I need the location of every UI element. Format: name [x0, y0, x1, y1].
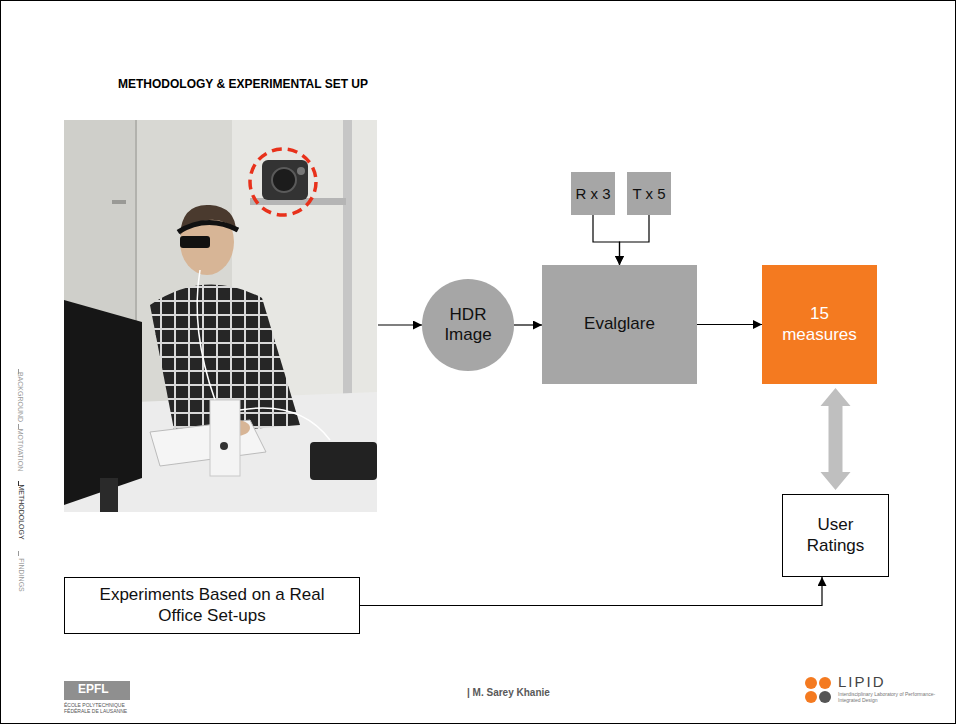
node-label: T x 5 — [632, 185, 665, 203]
node-label: Evalglare — [584, 314, 655, 334]
illustration-shape — [180, 205, 236, 235]
highlight-circle — [250, 149, 316, 215]
illustration-shape — [262, 160, 308, 200]
experiment-box: Experiments Based on a Real Office Set-u… — [64, 577, 360, 634]
logo-subtext: Interdisciplinary Laboratory of Performa… — [838, 692, 938, 704]
node-label: R x 3 — [575, 185, 610, 203]
node-label: 15 measures — [779, 304, 861, 345]
node-body: R x 3 — [575, 185, 610, 203]
illustration-shape — [135, 120, 137, 330]
slide-title: METHODOLOGY & EXPERIMENTAL SET UP — [118, 77, 368, 91]
office-photo — [64, 120, 377, 512]
nav-item: FINDINGS — [16, 558, 24, 591]
process-circle: HDR Image — [422, 279, 514, 371]
input-box: T x 5 — [627, 172, 671, 215]
node-label: Experiments Based on a Real Office Set-u… — [93, 585, 331, 626]
nav-item: BACKGROUND — [16, 372, 24, 422]
node-label: User Ratings — [800, 515, 872, 556]
illustration-shape — [64, 120, 377, 512]
circle-shape — [422, 279, 514, 371]
output-box: 15 measures — [762, 265, 877, 384]
nav-separator — [18, 424, 19, 429]
logo-text: LIPID — [838, 673, 886, 690]
illustration-shape — [297, 167, 305, 175]
illustration-shape — [64, 120, 136, 330]
node-body: T x 5 — [632, 185, 665, 203]
illustration-shape — [220, 442, 228, 450]
nav-item: MOTIVATION — [16, 429, 24, 472]
input-box: R x 3 — [571, 172, 615, 215]
node-body: 15 measures — [779, 304, 861, 345]
node-label: HDR Image — [438, 305, 498, 346]
illustration-shape — [150, 420, 266, 466]
logo-subtext: ÉCOLE POLYTECHNIQUE FÉDÉRALE DE LAUSANNE — [64, 703, 136, 715]
author-credit: | M. Sarey Khanie — [467, 687, 550, 699]
flow-arrow — [514, 324, 542, 325]
illustration-shape — [64, 300, 142, 505]
illustration-shape — [112, 200, 126, 204]
illustration-shape — [178, 222, 238, 232]
logo-dot — [805, 691, 817, 703]
illustration-shape — [310, 442, 377, 480]
nav-separator — [18, 551, 19, 556]
node-body: Experiments Based on a Real Office Set-u… — [93, 585, 331, 626]
flow-arrow — [620, 215, 650, 265]
nav-item: METHODOLOGY — [16, 484, 24, 539]
photo-arrow — [378, 324, 422, 325]
flow-arrow — [593, 215, 620, 265]
flow-arrow — [360, 577, 822, 606]
node-body: Evalglare — [584, 314, 655, 334]
logo-dot — [819, 691, 831, 703]
logo-dot — [805, 677, 817, 689]
node-body: HDR Image — [438, 305, 498, 346]
illustration-shape — [100, 478, 118, 512]
flow-arrow — [697, 324, 762, 325]
logo-dot — [819, 677, 831, 689]
illustration-shape — [197, 270, 215, 400]
process-box: Evalglare — [542, 265, 697, 384]
logo-text: EPFL — [78, 683, 109, 697]
illustration-shape — [240, 408, 330, 440]
node-body: User Ratings — [800, 515, 872, 556]
epfl-logo-bar — [64, 681, 130, 700]
double-arrow — [821, 388, 851, 490]
illustration-shape — [180, 236, 210, 248]
illustration-shape — [210, 400, 240, 476]
illustration-shape — [272, 168, 296, 192]
rating-box: User Ratings — [782, 494, 889, 577]
illustration-shape — [343, 120, 352, 410]
